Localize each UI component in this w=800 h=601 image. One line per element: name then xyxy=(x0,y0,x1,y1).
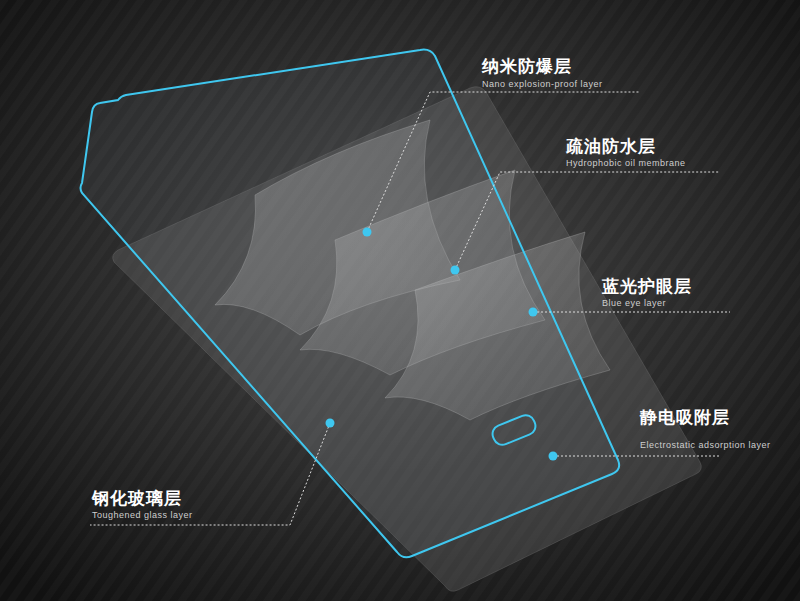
layer-name-english: Blue eye layer xyxy=(602,298,666,308)
layer-name: 钢化玻璃层 xyxy=(92,487,182,510)
callout-dots xyxy=(326,228,558,461)
glass-outline xyxy=(81,50,620,558)
layer-name: 静电吸附层 xyxy=(640,406,730,429)
layer-name: 蓝光护眼层 xyxy=(602,275,692,298)
leader-lines xyxy=(90,92,730,525)
layer-name-english: Electrostatic adsorption layer xyxy=(640,440,771,450)
layer-name: 纳米防爆层 xyxy=(482,55,572,78)
layer-name-english: Hydrophobic oil membrane xyxy=(566,158,686,168)
home-button xyxy=(490,412,538,447)
layer-name-english: Nano explosion-proof layer xyxy=(482,79,603,89)
layer-name-english: Toughened glass layer xyxy=(92,510,193,520)
layer-name: 疏油防水层 xyxy=(566,135,656,158)
